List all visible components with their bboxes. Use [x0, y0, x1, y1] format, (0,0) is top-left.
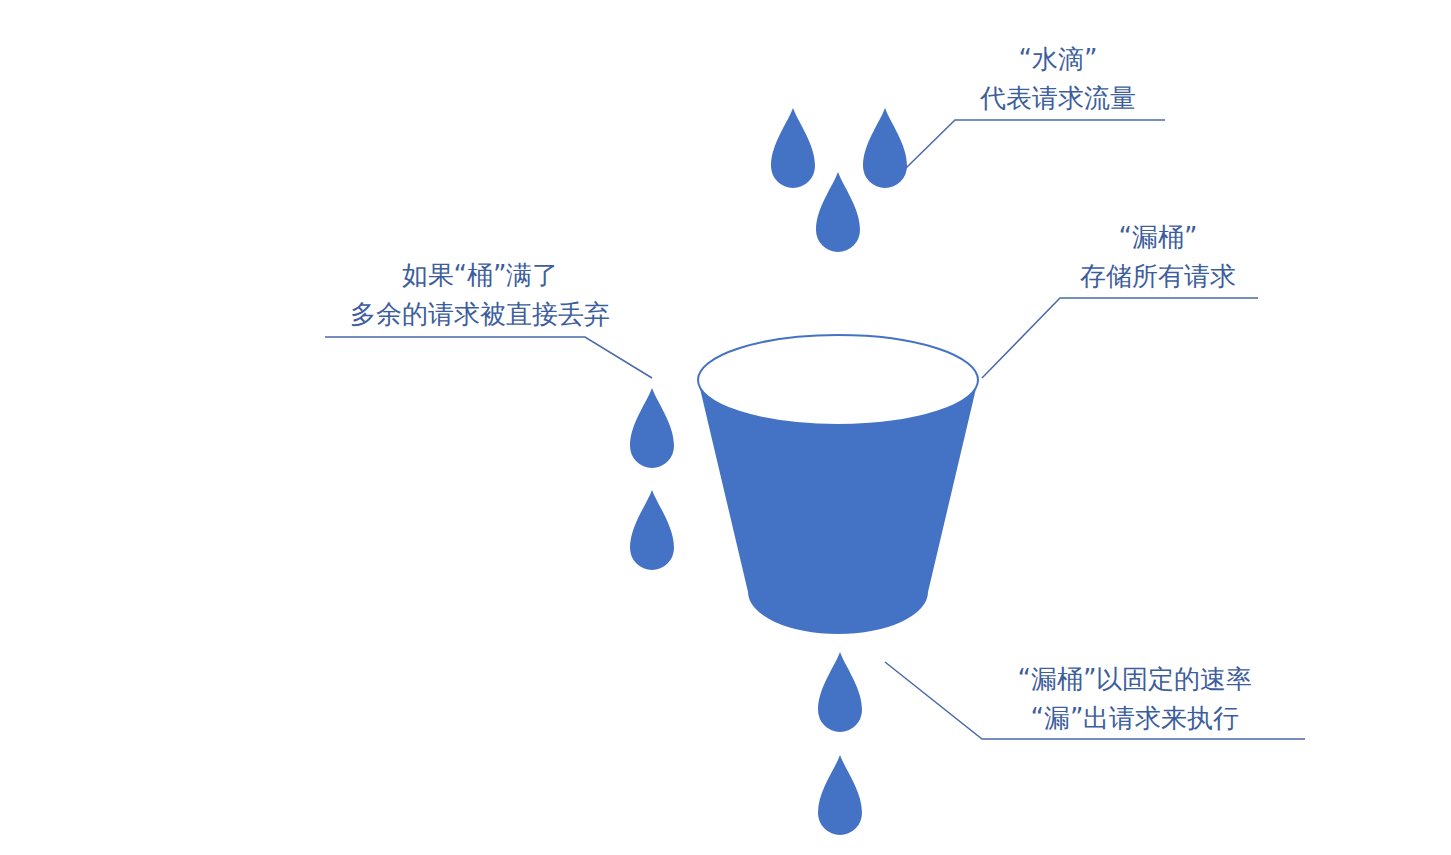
- incoming-drops: [771, 108, 907, 252]
- leader-lines: [325, 120, 1305, 739]
- callout-label: “漏桶” 存储所有请求: [1062, 218, 1254, 296]
- callout-label: “水滴” 代表请求流量: [962, 40, 1154, 118]
- overflow-drops: [630, 388, 674, 570]
- bucket: [698, 335, 978, 634]
- callout-label: 如果“桶”满了 多余的请求被直接丢弃: [318, 256, 643, 334]
- outflow-drops: [818, 652, 862, 835]
- callout-label: “漏桶”以固定的速率 “漏”出请求来执行: [999, 660, 1272, 738]
